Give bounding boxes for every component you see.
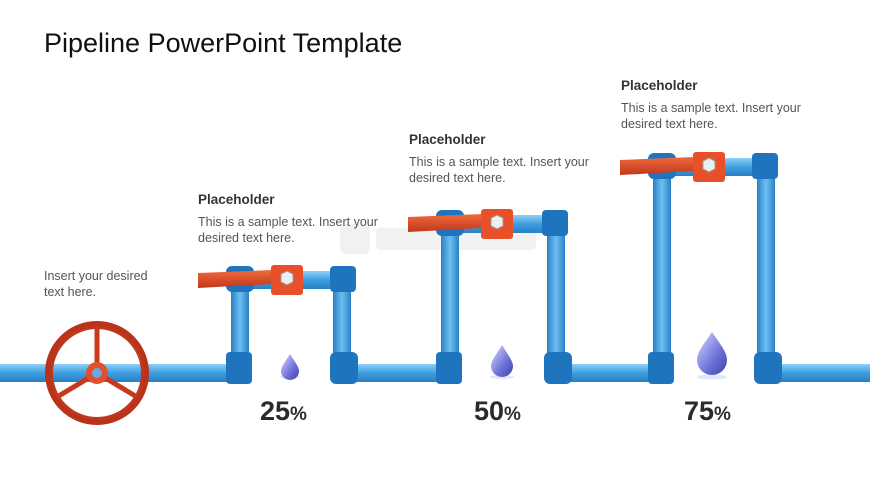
stage-1-percent: 25% xyxy=(260,396,307,427)
stage-1-text: This is a sample text. Insert your desir… xyxy=(198,215,378,245)
stage-1-percent-unit: % xyxy=(290,404,307,425)
stage-3-percent: 75% xyxy=(684,396,731,427)
stage-2-heading: Placeholder xyxy=(409,132,486,147)
stage-3-percent-value: 75 xyxy=(684,396,715,426)
water-drop-icon xyxy=(697,332,727,380)
valve-handle-icon xyxy=(620,152,725,182)
slide-title: Pipeline PowerPoint Template xyxy=(44,28,403,58)
valve-wheel-icon xyxy=(45,321,149,425)
stage-2-percent-unit: % xyxy=(504,404,521,425)
valve-handle-icon xyxy=(198,265,303,295)
stage-2-percent-value: 50 xyxy=(474,396,505,426)
water-drop-icon xyxy=(490,345,514,379)
stage-1-percent-value: 25 xyxy=(260,396,291,426)
stage-3-heading: Placeholder xyxy=(621,78,698,93)
water-drop-icon xyxy=(280,354,300,380)
valve-handle-icon xyxy=(408,209,513,239)
stage-1-heading: Placeholder xyxy=(198,192,275,207)
stage-2-text: This is a sample text. Insert your desir… xyxy=(409,155,589,185)
stage-3-percent-unit: % xyxy=(714,404,731,425)
stage-3-text: This is a sample text. Insert your desir… xyxy=(621,101,801,131)
stage-2-percent: 50% xyxy=(474,396,521,427)
intro-text: Insert your desired text here. xyxy=(44,269,148,299)
